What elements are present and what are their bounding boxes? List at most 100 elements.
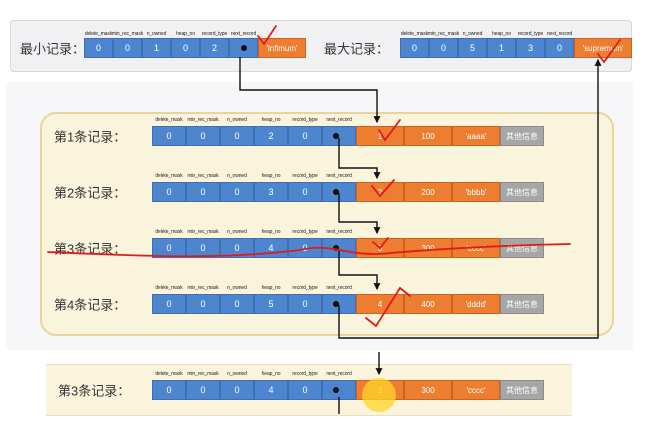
- record-3-field-delete-mask: 0: [152, 238, 186, 258]
- record-4-field-heap-no: 5: [254, 294, 288, 314]
- record-4-field-min-rec-mask: 0: [186, 294, 220, 314]
- record-3-header-n-owned: n_owned: [227, 229, 247, 235]
- record-2-field-n-owned: 0: [220, 182, 254, 202]
- deleted-record-3-header-heap-no: heap_no: [261, 371, 281, 377]
- record-4-field-record-type: 0: [288, 294, 322, 314]
- record-3-field-min-rec-mask: 0: [186, 238, 220, 258]
- record-4-label: 第4条记录：: [54, 297, 127, 313]
- deleted-record-3-field-heap-no: 4: [254, 380, 288, 400]
- deleted-record-3-field-delete-mask: 0: [152, 380, 186, 400]
- record-1-header-next-record: next_record: [326, 117, 352, 123]
- supremum-label: 最大记录：: [324, 41, 390, 57]
- record-4-header-heap-no: heap_no: [261, 285, 281, 291]
- record-3-header-min-rec-mask: min_rec_mask: [187, 229, 219, 235]
- supremum-header-n-owned: n_owned: [462, 31, 483, 37]
- record-2-extra-info: 其他信息: [500, 182, 544, 202]
- record-3-field-n-owned: 0: [220, 238, 254, 258]
- infimum-field-n-owned: 1: [142, 38, 171, 58]
- deleted-record-3-col2: 300: [404, 380, 452, 400]
- record-1-field-delete-mask: 0: [152, 126, 186, 146]
- deleted-record-3-field-record-type: 0: [288, 380, 322, 400]
- strikethrough-record-3: [47, 243, 571, 258]
- deleted-record-3-label: 第3条记录：: [58, 383, 131, 399]
- record-2-header-min-rec-mask: min_rec_mask: [187, 173, 219, 179]
- record-1-col3: 'aaaa': [452, 126, 500, 146]
- checkmark-infimum: [257, 25, 277, 46]
- deleted-record-3-field-n-owned: 0: [220, 380, 254, 400]
- record-1-field-heap-no: 2: [254, 126, 288, 146]
- checkmark-supremum: [597, 39, 621, 64]
- deleted-record-3-pointer-dot: [333, 387, 339, 393]
- next-record-pointers: [239, 57, 602, 414]
- infimum-header-min-rec-mask: min_rec_mask: [111, 31, 144, 37]
- pointer-record-3-to-record-4: [338, 249, 381, 291]
- record-1-header-n-owned: n_owned: [227, 117, 247, 123]
- checkmark-record-3: [372, 237, 389, 250]
- deleted-record-3-header-min-rec-mask: min_rec_mask: [187, 371, 219, 377]
- checkmark-record-4: [365, 286, 411, 328]
- record-2-header-next-record: next_record: [326, 173, 352, 179]
- supremum-header-next-record: next_record: [546, 31, 573, 37]
- record-4-extra-info: 其他信息: [500, 294, 544, 314]
- record-4-col3: 'dddd': [452, 294, 500, 314]
- record-2-col3: 'bbbb': [452, 182, 500, 202]
- deleted-record-3-header-next-record: next_record: [326, 371, 352, 377]
- infimum-header-n-owned: n_owned: [146, 31, 167, 37]
- pointer-record-4-to-supremum: [338, 58, 602, 339]
- record-2-field-heap-no: 3: [254, 182, 288, 202]
- record-4-header-n-owned: n_owned: [227, 285, 247, 291]
- infimum-header-heap-no: heap_no: [176, 31, 195, 37]
- record-1-header-record-type: record_type: [292, 117, 318, 123]
- checkmark-record-1: [378, 119, 401, 142]
- record-3-header-heap-no: heap_no: [261, 229, 281, 235]
- record-4-pointer-dot: [333, 301, 339, 307]
- record-2-col2: 200: [404, 182, 452, 202]
- record-4-field-delete-mask: 0: [152, 294, 186, 314]
- infimum-field-heap-no: 0: [171, 38, 200, 58]
- supremum-header-record-type: record_type: [517, 31, 544, 37]
- infimum-label: 最小记录：: [20, 41, 86, 57]
- supremum-field-heap-no: 1: [487, 38, 516, 58]
- infimum-field-delete-mask: 0: [84, 38, 113, 58]
- record-2-field-min-rec-mask: 0: [186, 182, 220, 202]
- record-4-field-n-owned: 0: [220, 294, 254, 314]
- record-1-header-delete-mask: delete_mask: [155, 117, 183, 123]
- record-1-label: 第1条记录：: [54, 129, 127, 145]
- deleted-record-3-header-n-owned: n_owned: [227, 371, 247, 377]
- checkmark-record-2: [371, 179, 395, 198]
- supremum-header-min-rec-mask: min_rec_mask: [427, 31, 460, 37]
- record-1-col2: 100: [404, 126, 452, 146]
- pointer-infimum-to-record-1: [239, 57, 381, 124]
- record-4-header-min-rec-mask: min_rec_mask: [187, 285, 219, 291]
- infimum-field-min-rec-mask: 0: [113, 38, 142, 58]
- record-2-label: 第2条记录：: [54, 185, 127, 201]
- record-3-col2: 300: [404, 238, 452, 258]
- pointer-record-2-to-record-3: [338, 193, 381, 235]
- record-2-header-heap-no: heap_no: [261, 173, 281, 179]
- deleted-record-3-header-delete-mask: delete_mask: [155, 371, 183, 377]
- record-1-field-record-type: 0: [288, 126, 322, 146]
- record-2-field-delete-mask: 0: [152, 182, 186, 202]
- record-1-extra-info: 其他信息: [500, 126, 544, 146]
- infimum-pointer-dot: [240, 45, 247, 51]
- infimum-field-record-type: 2: [200, 38, 229, 58]
- infimum-header-delete-mask: delete_mask: [84, 31, 113, 37]
- deleted-record-3-header-record-type: record_type: [292, 371, 318, 377]
- record-1-header-heap-no: heap_no: [261, 117, 281, 123]
- handwritten-annotations: [47, 25, 621, 328]
- supremum-field-delete-mask: 0: [400, 38, 429, 58]
- record-4-header-delete-mask: delete_mask: [155, 285, 183, 291]
- supremum-field-record-type: 3: [516, 38, 545, 58]
- record-4-header-record-type: record_type: [292, 285, 318, 291]
- cursor-highlight: [362, 378, 396, 412]
- supremum-header-heap-no: heap_no: [492, 31, 511, 37]
- record-3-pointer-dot: [333, 245, 339, 251]
- record-2-id: 2: [356, 182, 404, 202]
- record-3-extra-info: 其他信息: [500, 238, 544, 258]
- record-4-header-next-record: next_record: [326, 285, 352, 291]
- infimum-header-next-record: next_record: [230, 31, 257, 37]
- record-2-header-delete-mask: delete_mask: [155, 173, 183, 179]
- deleted-record-3-col3: 'cccc': [452, 380, 500, 400]
- supremum-field-n-owned: 5: [458, 38, 487, 58]
- record-4-col2: 400: [404, 294, 452, 314]
